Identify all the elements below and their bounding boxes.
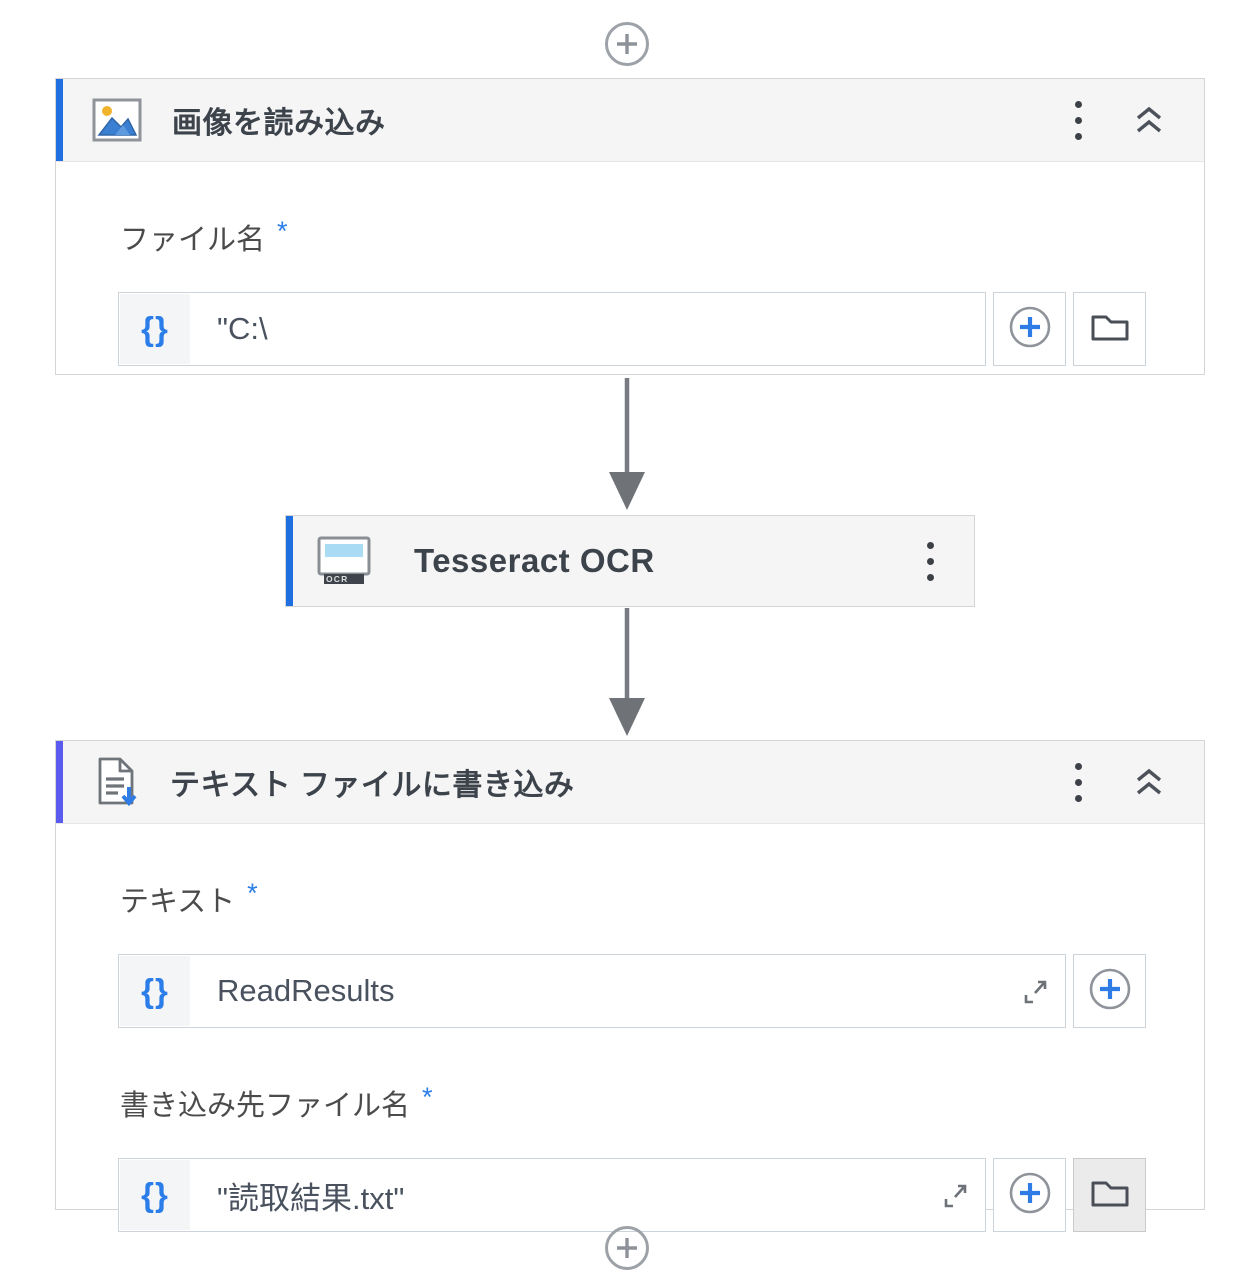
action-card-tesseract-ocr[interactable]: OCR Tesseract OCR xyxy=(285,515,975,607)
action-card-write-text-file[interactable]: テキスト ファイルに書き込み テキスト * {} ReadResults xyxy=(55,740,1205,1232)
expression-icon[interactable]: {} xyxy=(120,294,190,364)
card-accent-bar xyxy=(56,79,63,161)
required-marker: * xyxy=(277,216,288,246)
field-label-filename: ファイル名 * xyxy=(120,216,288,257)
flow-connector-arrow xyxy=(607,378,647,512)
more-options-icon[interactable] xyxy=(1065,95,1092,146)
circled-plus-icon xyxy=(1087,966,1133,1017)
action-card-load-image[interactable]: 画像を読み込み ファイル名 * {} "C:\ xyxy=(55,78,1205,375)
insert-variable-button[interactable] xyxy=(993,1158,1066,1232)
more-options-icon[interactable] xyxy=(917,536,944,587)
circled-plus-icon xyxy=(1007,304,1053,355)
add-action-button-bottom[interactable] xyxy=(603,1224,651,1272)
card-title: Tesseract OCR xyxy=(414,542,655,579)
text-input[interactable]: {} ReadResults xyxy=(118,954,1066,1028)
add-icon xyxy=(603,1226,651,1276)
card-accent-bar xyxy=(56,741,63,823)
collapse-icon[interactable] xyxy=(1132,767,1166,797)
add-icon xyxy=(603,22,651,72)
expression-icon[interactable]: {} xyxy=(120,1160,190,1230)
add-action-button-top[interactable] xyxy=(603,20,651,68)
document-download-icon xyxy=(92,755,140,809)
image-icon xyxy=(92,98,142,142)
filename-value: "C:\ xyxy=(217,311,268,346)
card-header: 画像を読み込み xyxy=(56,79,1204,162)
field-label-destination-filename: 書き込み先ファイル名 * xyxy=(120,1082,433,1123)
required-marker: * xyxy=(247,878,258,908)
insert-variable-button[interactable] xyxy=(993,292,1066,366)
circled-plus-icon xyxy=(1007,1170,1053,1221)
more-options-icon[interactable] xyxy=(1065,757,1092,808)
card-header: テキスト ファイルに書き込み xyxy=(56,741,1204,824)
folder-icon xyxy=(1089,309,1131,350)
insert-variable-button[interactable] xyxy=(1073,954,1146,1028)
folder-icon xyxy=(1089,1175,1131,1216)
browse-file-button[interactable] xyxy=(1073,292,1146,366)
filename-input[interactable]: {} "C:\ xyxy=(118,292,986,366)
expression-icon[interactable]: {} xyxy=(120,956,190,1026)
browse-file-button[interactable] xyxy=(1073,1158,1146,1232)
destination-filename-input[interactable]: {} "読取結果.txt" xyxy=(118,1158,986,1232)
card-title: 画像を読み込み xyxy=(172,107,386,140)
card-title: テキスト ファイルに書き込み xyxy=(170,769,575,802)
field-label-text: テキスト * xyxy=(120,878,258,919)
text-value: ReadResults xyxy=(217,973,395,1008)
ocr-icon-label: OCR xyxy=(326,574,349,584)
open-editor-icon[interactable] xyxy=(1022,978,1049,1005)
open-editor-icon[interactable] xyxy=(942,1182,969,1209)
destination-filename-value: "読取結果.txt" xyxy=(217,1180,405,1216)
required-marker: * xyxy=(422,1082,433,1112)
card-accent-bar xyxy=(286,516,293,606)
ocr-icon: OCR xyxy=(316,536,372,586)
flow-connector-arrow xyxy=(607,608,647,738)
collapse-icon[interactable] xyxy=(1132,105,1166,135)
